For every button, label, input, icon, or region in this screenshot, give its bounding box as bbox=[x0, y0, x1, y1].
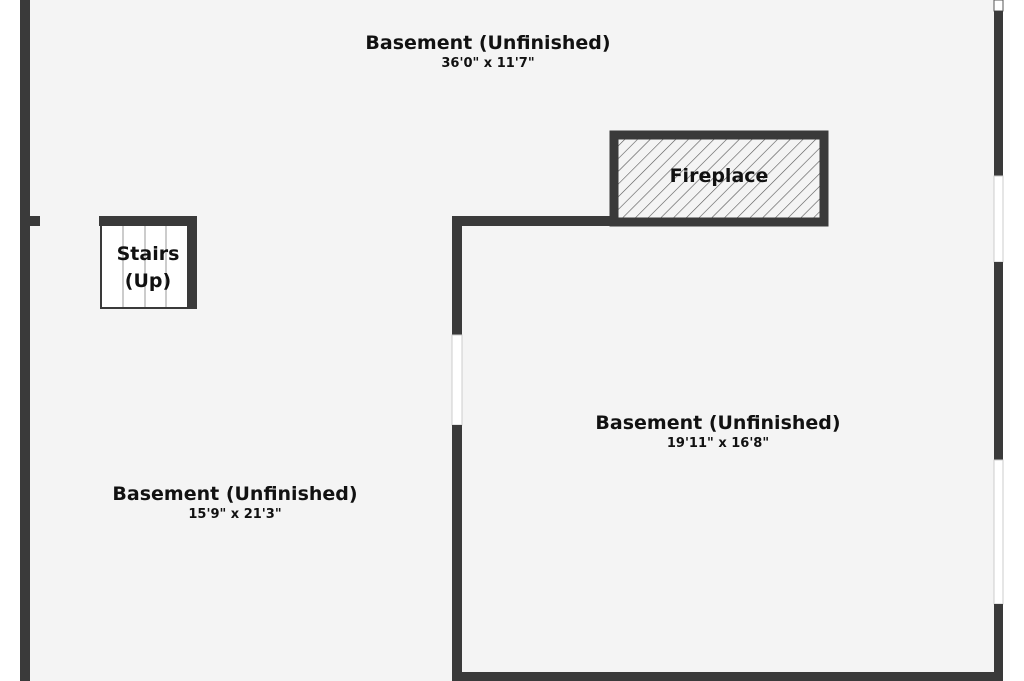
bottom-wall bbox=[452, 672, 1003, 681]
room-label-right: Basement (Unfinished) 19'11" x 16'8" bbox=[595, 411, 840, 453]
fireplace-label: Fireplace bbox=[669, 165, 769, 187]
stairs-wall bbox=[187, 216, 197, 309]
room-name: Basement (Unfinished) bbox=[112, 483, 358, 505]
stairs-label: Stairs (Up) bbox=[117, 241, 180, 295]
room-dimensions: 36'0" x 11'7" bbox=[441, 56, 535, 71]
left-wall bbox=[20, 0, 30, 681]
right-wall bbox=[994, 262, 1003, 460]
room-dimensions: 15'9" x 21'3" bbox=[188, 507, 282, 522]
stairs-label-line2: (Up) bbox=[124, 270, 172, 292]
wall-stub bbox=[20, 216, 40, 226]
right-wall bbox=[994, 11, 1003, 176]
right-wall bbox=[994, 604, 1003, 681]
floor-area bbox=[20, 0, 1003, 681]
inner-wall bbox=[452, 425, 462, 681]
doorway-opening bbox=[451, 334, 463, 426]
room-name: Basement (Unfinished) bbox=[595, 412, 841, 434]
room-label-left: Basement (Unfinished) 15'9" x 21'3" bbox=[112, 482, 357, 524]
window bbox=[993, 459, 1004, 605]
stairs-wall bbox=[99, 216, 197, 226]
room-label-top: Basement (Unfinished) 36'0" x 11'7" bbox=[365, 31, 610, 73]
stairs bbox=[100, 220, 193, 309]
stairs-label-line1: Stairs bbox=[116, 243, 180, 265]
room-dimensions: 19'11" x 16'8" bbox=[666, 436, 770, 451]
fireplace bbox=[609, 130, 829, 227]
inner-wall-top bbox=[452, 216, 612, 226]
window bbox=[993, 175, 1004, 263]
room-name: Basement (Unfinished) bbox=[365, 32, 611, 54]
corner-marker bbox=[993, 0, 1004, 12]
inner-wall bbox=[452, 216, 462, 335]
